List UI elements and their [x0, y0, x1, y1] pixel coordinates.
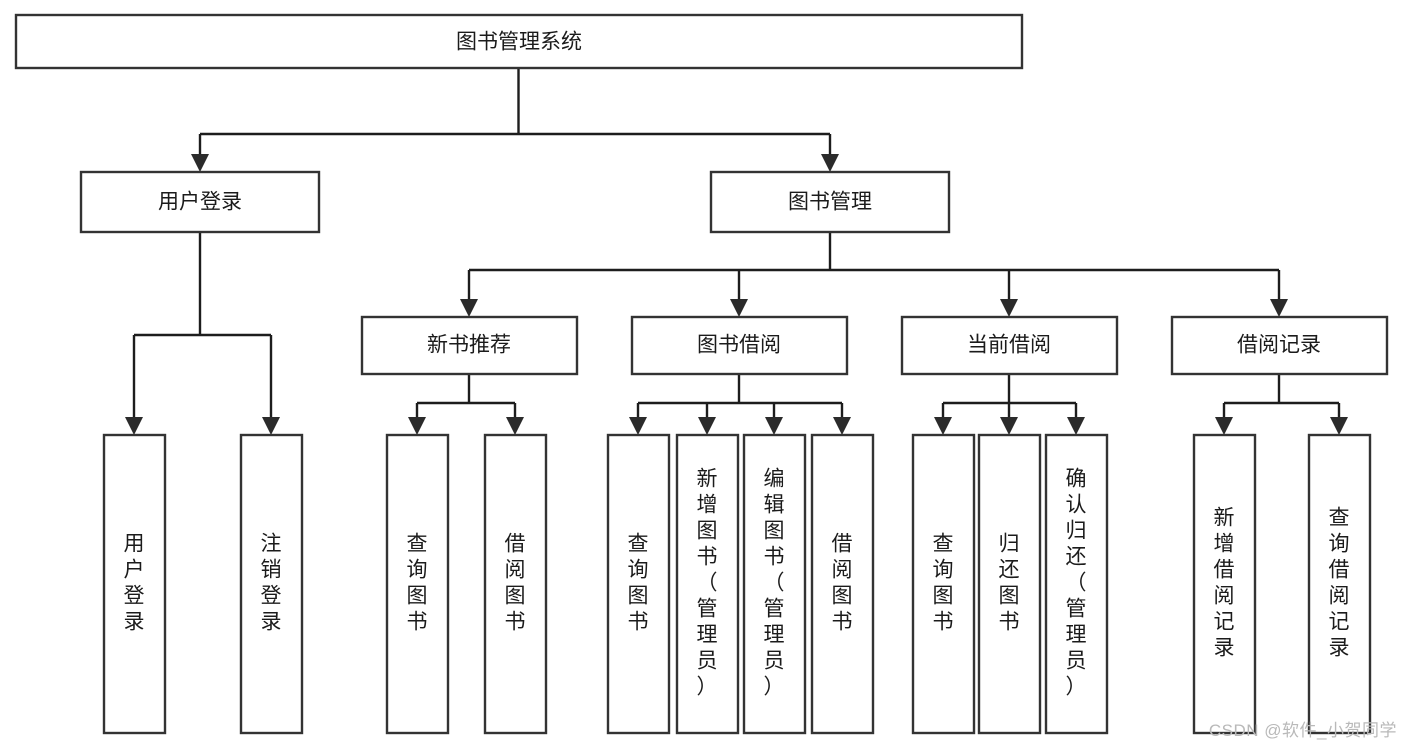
- node-book-borrow-box[interactable]: [630, 315, 849, 376]
- arrow-head-icon: [821, 154, 839, 172]
- node-leaf-borrow-book-1[interactable]: 借阅图书: [483, 433, 548, 735]
- node-leaf-edit-book-admin[interactable]: 编辑图书（管理员）: [742, 433, 807, 735]
- node-user-login-label: 用户登录: [158, 191, 242, 214]
- node-leaf-logout-login-label: 注销登录: [261, 533, 282, 634]
- node-leaf-borrow-book-1-box[interactable]: [483, 433, 548, 735]
- node-leaf-add-borrow-record[interactable]: 新增借阅记录: [1192, 433, 1257, 735]
- arrow-head-icon: [460, 299, 478, 317]
- node-current-borrow-label: 当前借阅: [967, 334, 1051, 357]
- node-leaf-return-book-box[interactable]: [977, 433, 1042, 735]
- node-current-borrow[interactable]: 当前借阅: [900, 315, 1119, 376]
- node-leaf-query-book-1-box[interactable]: [385, 433, 450, 735]
- node-leaf-logout-login-box[interactable]: [239, 433, 304, 735]
- node-book-manage[interactable]: 图书管理: [709, 170, 951, 234]
- node-leaf-user-login[interactable]: 用户登录: [102, 433, 167, 735]
- node-leaf-query-book-1[interactable]: 查询图书: [385, 433, 450, 735]
- arrow-head-icon: [125, 417, 143, 435]
- node-new-book-recommend-label: 新书推荐: [427, 334, 511, 357]
- arrow-head-icon: [1067, 417, 1085, 435]
- node-leaf-add-borrow-record-label: 新增借阅记录: [1214, 507, 1235, 660]
- node-new-book-recommend[interactable]: 新书推荐: [360, 315, 579, 376]
- node-leaf-add-book-admin-box[interactable]: [675, 433, 740, 735]
- node-leaf-user-login-box[interactable]: [102, 433, 167, 735]
- node-book-manage-box[interactable]: [709, 170, 951, 234]
- node-leaf-return-book-label: 归还图书: [999, 533, 1020, 634]
- node-leaf-add-borrow-record-box[interactable]: [1192, 433, 1257, 735]
- node-borrow-record[interactable]: 借阅记录: [1170, 315, 1389, 376]
- node-book-manage-label: 图书管理: [788, 191, 872, 214]
- node-user-login[interactable]: 用户登录: [79, 170, 321, 234]
- arrow-head-icon: [629, 417, 647, 435]
- node-leaf-query-book-1-label: 查询图书: [407, 533, 428, 634]
- node-leaf-query-book-2-label: 查询图书: [628, 533, 649, 634]
- arrow-head-icon: [191, 154, 209, 172]
- arrow-head-icon: [1000, 299, 1018, 317]
- arrow-head-icon: [833, 417, 851, 435]
- node-leaf-confirm-return-admin[interactable]: 确认归还（管理员）: [1044, 433, 1109, 735]
- node-leaf-edit-book-admin-label: 编辑图书（管理员）: [764, 468, 785, 699]
- node-leaf-query-book-2[interactable]: 查询图书: [606, 433, 671, 735]
- node-root-label: 图书管理系统: [456, 31, 582, 54]
- node-leaf-confirm-return-admin-label: 确认归还（管理员）: [1066, 468, 1087, 699]
- node-leaf-edit-book-admin-box[interactable]: [742, 433, 807, 735]
- node-leaf-borrow-book-2-box[interactable]: [810, 433, 875, 735]
- node-leaf-logout-login[interactable]: 注销登录: [239, 433, 304, 735]
- node-leaf-add-book-admin-label: 新增图书（管理员）: [697, 468, 718, 699]
- node-leaf-borrow-book-1-label: 借阅图书: [505, 533, 526, 634]
- arrow-head-icon: [730, 299, 748, 317]
- node-user-login-box[interactable]: [79, 170, 321, 234]
- node-leaf-user-login-label: 用户登录: [124, 533, 145, 634]
- arrow-head-icon: [408, 417, 426, 435]
- node-book-borrow[interactable]: 图书借阅: [630, 315, 849, 376]
- arrow-head-icon: [1270, 299, 1288, 317]
- arrow-head-icon: [262, 417, 280, 435]
- node-root[interactable]: 图书管理系统: [14, 13, 1024, 70]
- node-leaf-add-book-admin[interactable]: 新增图书（管理员）: [675, 433, 740, 735]
- node-leaf-return-book[interactable]: 归还图书: [977, 433, 1042, 735]
- node-borrow-record-label: 借阅记录: [1237, 334, 1321, 357]
- node-leaf-confirm-return-admin-box[interactable]: [1044, 433, 1109, 735]
- arrow-head-icon: [1000, 417, 1018, 435]
- node-new-book-recommend-box[interactable]: [360, 315, 579, 376]
- node-leaf-borrow-book-2[interactable]: 借阅图书: [810, 433, 875, 735]
- arrow-head-icon: [1215, 417, 1233, 435]
- arrow-head-icon: [1330, 417, 1348, 435]
- node-leaf-borrow-book-2-label: 借阅图书: [832, 533, 853, 634]
- node-leaf-query-book-2-box[interactable]: [606, 433, 671, 735]
- node-root-box[interactable]: [14, 13, 1024, 70]
- node-borrow-record-box[interactable]: [1170, 315, 1389, 376]
- arrow-head-icon: [934, 417, 952, 435]
- node-leaf-query-book-3-label: 查询图书: [933, 533, 954, 634]
- node-current-borrow-box[interactable]: [900, 315, 1119, 376]
- node-book-borrow-label: 图书借阅: [697, 334, 781, 357]
- node-leaf-query-borrow-record-box[interactable]: [1307, 433, 1372, 735]
- arrow-head-icon: [698, 417, 716, 435]
- node-leaf-query-borrow-record-label: 查询借阅记录: [1329, 507, 1350, 660]
- edge-layer: [125, 68, 1348, 435]
- node-leaf-query-book-3-box[interactable]: [911, 433, 976, 735]
- node-leaf-query-borrow-record[interactable]: 查询借阅记录: [1307, 433, 1372, 735]
- arrow-head-icon: [506, 417, 524, 435]
- arrow-head-icon: [765, 417, 783, 435]
- node-leaf-query-book-3[interactable]: 查询图书: [911, 433, 976, 735]
